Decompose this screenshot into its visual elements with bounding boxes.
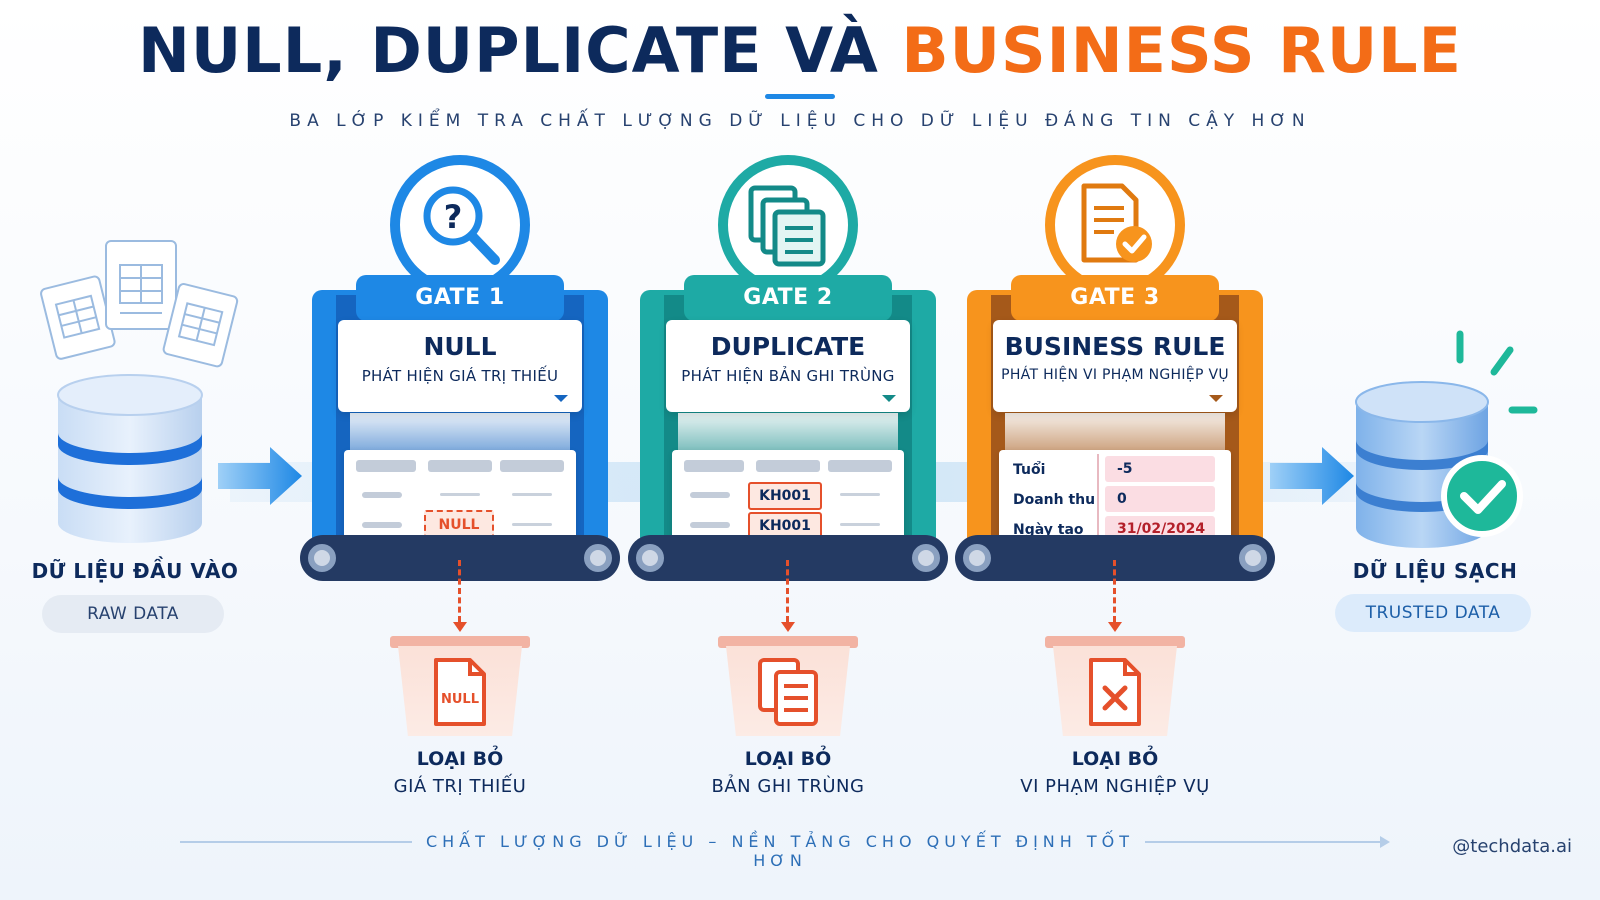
arrow-down-icon bbox=[453, 622, 467, 632]
gate-card: BUSINESS RULE PHÁT HIỆN VI PHẠM NGHIỆP V… bbox=[993, 320, 1237, 412]
gate-heading: NULL bbox=[423, 332, 497, 361]
rule-value: 0 bbox=[1105, 486, 1215, 512]
reject-title: LOẠI BỎ bbox=[416, 748, 504, 770]
wheel-icon bbox=[912, 544, 940, 572]
gate-null: ? GATE 1 NULL NULL PHÁT HIỆN GIÁ TRỊ THI… bbox=[300, 155, 620, 595]
arrow-right-icon bbox=[1380, 836, 1390, 848]
gate-tab: GATE 3 bbox=[1011, 275, 1219, 321]
subtitle: BA LỚP KIỂM TRA CHẤT LƯỢNG DỮ LIỆU CHO D… bbox=[289, 111, 1311, 131]
rule-field: Ngày tạo bbox=[1013, 522, 1084, 538]
null-file-text: NULL bbox=[440, 692, 479, 707]
brand-handle: @techdata.ai bbox=[1452, 836, 1572, 857]
gate-description: PHÁT HIỆN VI PHẠM NGHIỆP VỤ bbox=[1001, 367, 1229, 383]
sparkle-icon bbox=[1456, 330, 1538, 414]
trusted-data-node: DỮ LIỆU SẠCH TRUSTED DATA bbox=[1335, 330, 1580, 640]
gate-icon-circle bbox=[718, 155, 858, 295]
gate-business-rule: GATE 3 Tuổi -5 Doanh thu 0 Ngày tạo 31/0… bbox=[955, 155, 1275, 595]
gate-duplicate: GATE 2 KH001 KH001 DUPLICATE PHÁT HIỆN B… bbox=[628, 155, 948, 595]
caret-down-icon bbox=[882, 395, 896, 402]
rule-field: Tuổi bbox=[1013, 462, 1046, 478]
title-underline bbox=[765, 94, 835, 99]
rule-value: -5 bbox=[1105, 456, 1215, 482]
duplicate-files-icon bbox=[758, 658, 818, 726]
conveyor-belt bbox=[628, 535, 948, 581]
gate-tab: GATE 1 bbox=[356, 275, 564, 321]
database-icon bbox=[57, 374, 203, 543]
stacked-documents-icon bbox=[748, 185, 826, 267]
wheel-icon bbox=[1239, 544, 1267, 572]
title-part-1: NULL, DUPLICATE VÀ bbox=[137, 14, 902, 87]
arrow-down-icon bbox=[781, 622, 795, 632]
title-part-2: BUSINESS RULE bbox=[901, 14, 1463, 87]
reject-bin bbox=[718, 636, 858, 736]
caret-down-icon bbox=[554, 395, 568, 402]
wheel-icon bbox=[308, 544, 336, 572]
footer-line-left bbox=[180, 841, 412, 843]
raw-data-label: DỮ LIỆU ĐẦU VÀO bbox=[31, 559, 239, 583]
reject-subtitle: GIÁ TRỊ THIẾU bbox=[393, 776, 527, 797]
page-title: NULL, DUPLICATE VÀ BUSINESS RULE bbox=[0, 14, 1600, 88]
null-file-icon bbox=[434, 658, 486, 726]
spreadsheet-docs-icon bbox=[40, 240, 239, 368]
rule-divider bbox=[1097, 454, 1099, 546]
invalid-file-icon bbox=[1089, 658, 1141, 726]
magnifier-question-icon: ? bbox=[423, 186, 500, 265]
reject-title: LOẠI BỎ bbox=[744, 748, 832, 770]
reject-title: LOẠI BỎ bbox=[1071, 748, 1159, 770]
trusted-data-label: DỮ LIỆU SẠCH bbox=[1352, 559, 1518, 583]
document-check-icon bbox=[1081, 183, 1152, 263]
caret-down-icon bbox=[1209, 395, 1223, 402]
arrow-right-icon bbox=[1270, 447, 1354, 505]
gate-card: DUPLICATE PHÁT HIỆN BẢN GHI TRÙNG bbox=[666, 320, 910, 412]
duplicate-highlight: KH001 bbox=[748, 482, 822, 510]
wheel-icon bbox=[584, 544, 612, 572]
rule-field: Doanh thu bbox=[1013, 492, 1096, 508]
gate-icon-circle: ? bbox=[390, 155, 530, 295]
gate-tab: GATE 2 bbox=[684, 275, 892, 321]
svg-text:?: ? bbox=[444, 198, 463, 236]
arrow-down-icon bbox=[1108, 622, 1122, 632]
footer-tagline: CHẤT LƯỢNG DỮ LIỆU – NỀN TẢNG CHO QUYẾT … bbox=[425, 832, 1135, 870]
gate-description: PHÁT HIỆN BẢN GHI TRÙNG bbox=[681, 367, 895, 385]
wheel-icon bbox=[636, 544, 664, 572]
reject-bin: NULL bbox=[390, 636, 530, 736]
reject-bin bbox=[1045, 636, 1185, 736]
gate-heading: BUSINESS RULE bbox=[1004, 332, 1226, 361]
gate-icon-circle bbox=[1045, 155, 1185, 295]
wheel-icon bbox=[963, 544, 991, 572]
footer-line-right bbox=[1145, 841, 1385, 843]
raw-data-node: DỮ LIỆU ĐẦU VÀO RAW DATA bbox=[30, 235, 250, 645]
reject-arrow bbox=[786, 560, 789, 622]
gate-heading: DUPLICATE bbox=[710, 332, 866, 361]
trusted-data-badge: TRUSTED DATA bbox=[1335, 594, 1531, 632]
reject-arrow bbox=[1113, 560, 1116, 622]
arrow-right-icon bbox=[218, 447, 302, 505]
reject-arrow bbox=[458, 560, 461, 622]
gate-description: PHÁT HIỆN GIÁ TRỊ THIẾU bbox=[361, 367, 559, 385]
reject-subtitle: VI PHẠM NGHIỆP VỤ bbox=[1020, 776, 1210, 797]
reject-subtitle: BẢN GHI TRÙNG bbox=[711, 776, 865, 797]
gate-card: NULL PHÁT HIỆN GIÁ TRỊ THIẾU bbox=[338, 320, 582, 412]
database-check-icon bbox=[1355, 381, 1523, 548]
raw-data-badge: RAW DATA bbox=[42, 595, 224, 633]
